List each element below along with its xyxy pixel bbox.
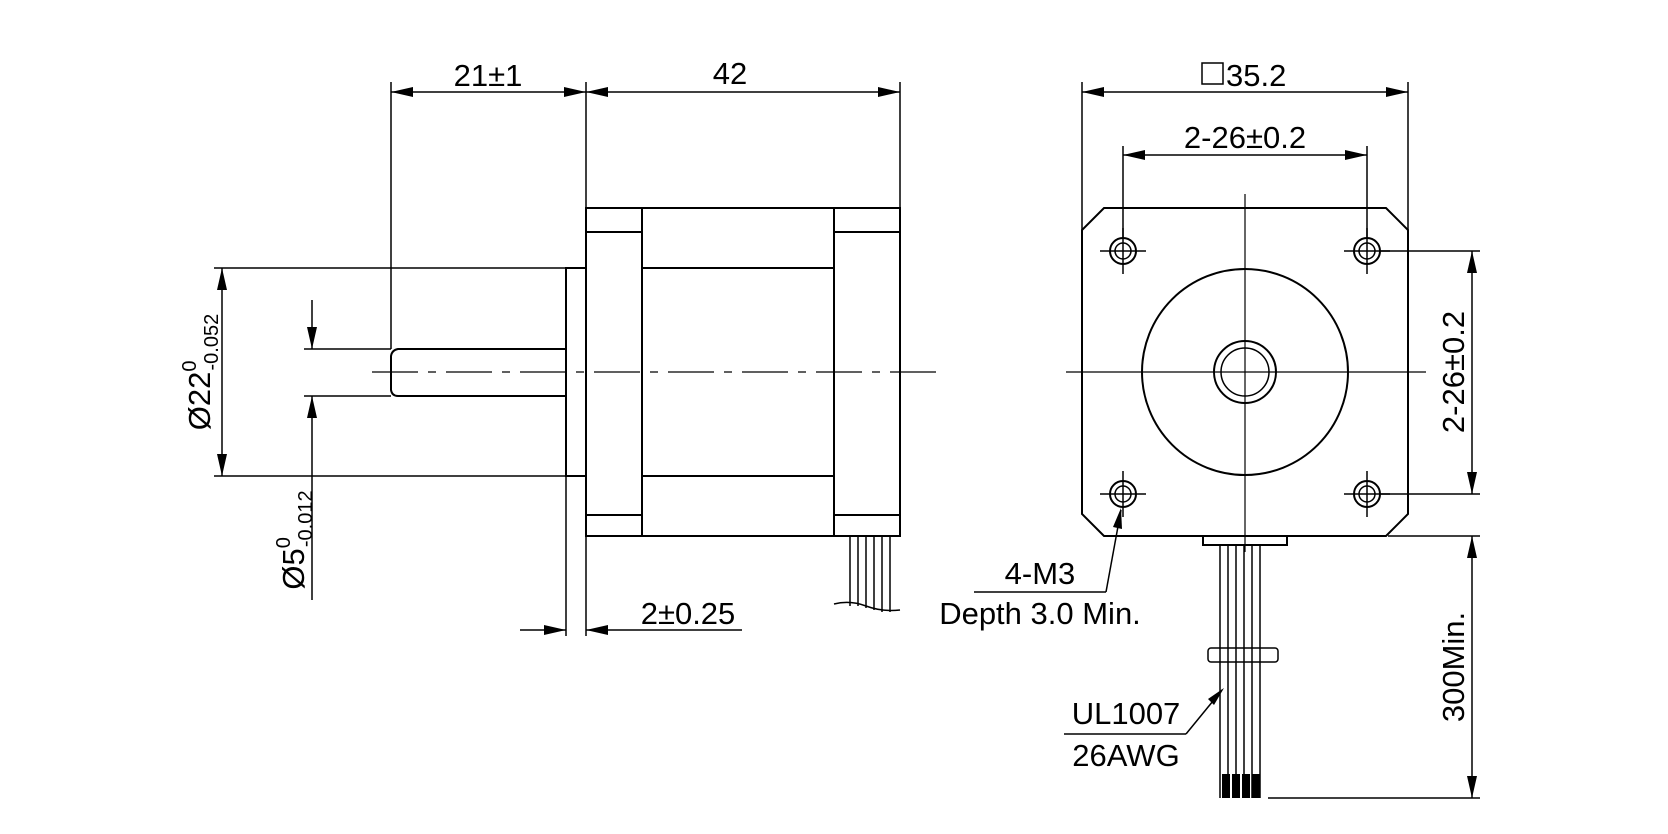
lead-length-label: 300Min. — [1436, 612, 1471, 722]
svg-text:Ø220-0.052: Ø220-0.052 — [179, 314, 223, 430]
square-symbol-icon — [1201, 62, 1224, 85]
side-view: 21±1 42 Ø220-0.052 — [179, 56, 940, 636]
flange-size-label: 35.2 — [1226, 58, 1286, 93]
motor-shaft — [390, 348, 566, 397]
lead-connector — [1202, 535, 1288, 546]
flange-outline — [1081, 207, 1409, 537]
shaft-diameter-dimension: Ø50-0.012 — [273, 300, 391, 600]
shaft-length-label: 21±1 — [454, 58, 523, 93]
wire-callout: UL1007 26AWG — [1064, 688, 1224, 773]
lead-length-dimension: 300Min. — [1268, 535, 1480, 799]
mounting-hole-bl — [1100, 471, 1146, 517]
mounting-hole-label: 4-M3 — [1005, 556, 1076, 591]
shaft-diameter-lower-tol: -0.012 — [295, 490, 317, 547]
wire-gauge-label: 26AWG — [1072, 738, 1179, 773]
side-wires — [833, 536, 901, 612]
boss-height-dimension: 2±0.25 — [520, 476, 742, 636]
boss-diameter-lower-tol: -0.052 — [201, 314, 223, 371]
body-length-label: 42 — [713, 56, 747, 91]
svg-text:Ø50-0.012: Ø50-0.012 — [273, 490, 317, 589]
front-wires — [1207, 545, 1279, 798]
wire-type-label: UL1007 — [1072, 696, 1181, 731]
hole-spacing-vertical-label: 2-26±0.2 — [1436, 311, 1471, 433]
hole-spacing-vertical-dimension: 2-26±0.2 — [1380, 250, 1480, 495]
hole-spacing-horizontal-dimension: 2-26±0.2 — [1122, 120, 1368, 238]
front-view: 35.2 2-26±0.2 2-26±0.2 300Min — [939, 58, 1480, 799]
body-length-dimension: 42 — [586, 56, 900, 97]
boss-height-label: 2±0.25 — [641, 596, 736, 631]
hole-spacing-horizontal-label: 2-26±0.2 — [1184, 120, 1306, 155]
mounting-hole-callout: 4-M3 Depth 3.0 Min. — [939, 508, 1141, 631]
boss-diameter-upper-tol: 0 — [179, 360, 201, 371]
flange-size-dimension: 35.2 — [1081, 58, 1409, 230]
shaft-diameter-base: Ø5 — [276, 548, 311, 589]
shaft-length-dimension: 21±1 — [390, 58, 901, 349]
shaft-diameter-upper-tol: 0 — [273, 537, 295, 548]
hole-depth-label: Depth 3.0 Min. — [939, 596, 1141, 631]
boss-diameter-dimension: Ø220-0.052 — [179, 267, 566, 477]
boss-diameter-base: Ø22 — [182, 372, 217, 431]
